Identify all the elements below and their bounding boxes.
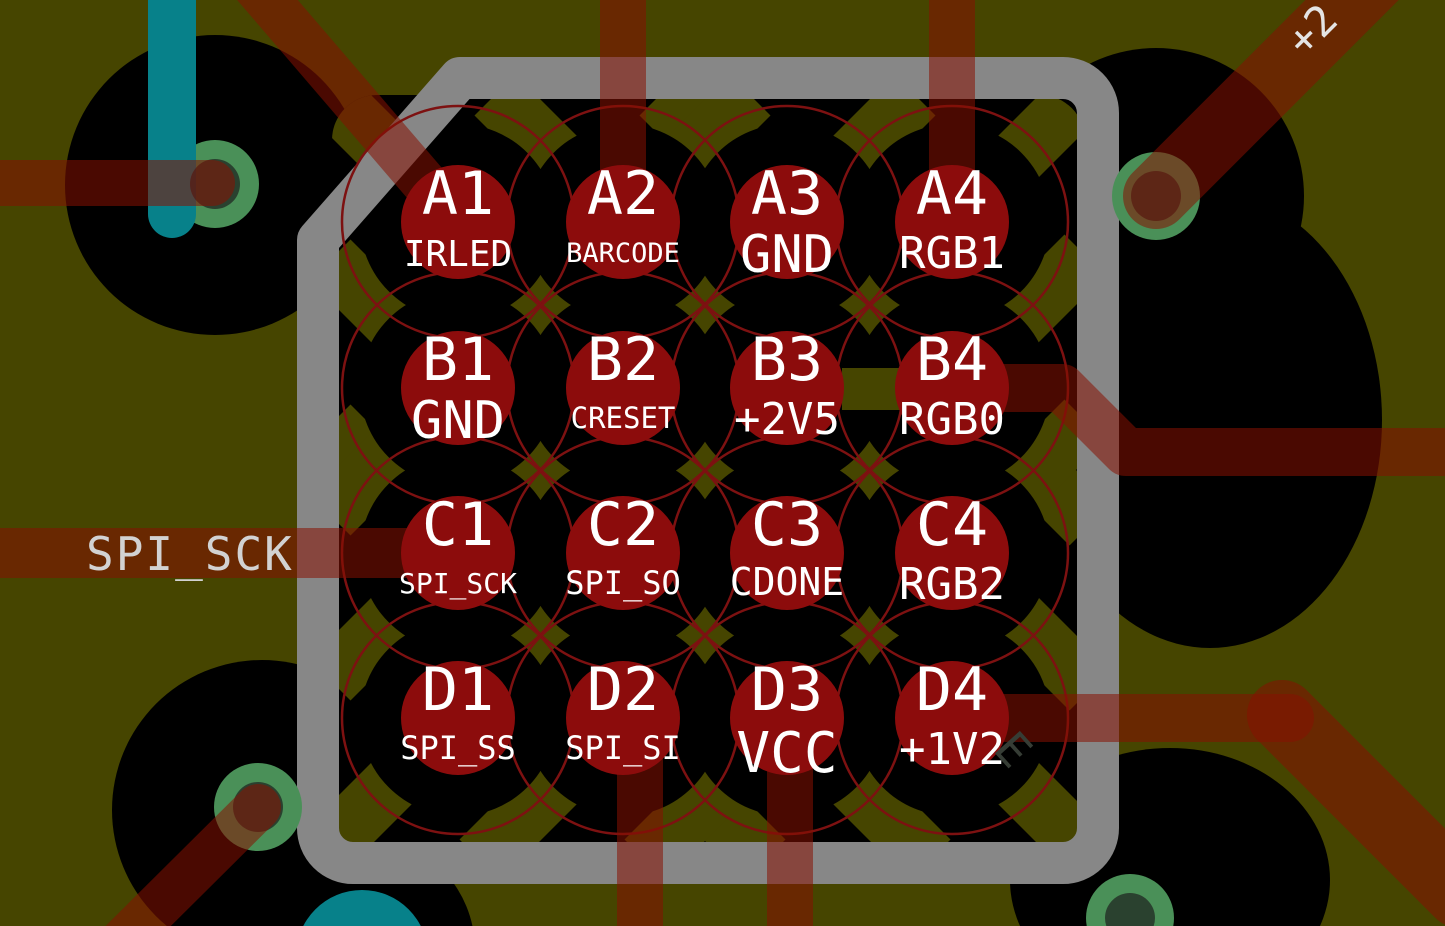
pad-designator: A4 (916, 159, 988, 229)
pad-d1[interactable]: D1 SPI_SS (400, 655, 516, 775)
pad-designator: D2 (587, 655, 659, 725)
pad-c1[interactable]: C1 SPI_SCK (399, 490, 517, 610)
pad-designator: A2 (587, 159, 659, 229)
pad-designator: A1 (422, 159, 494, 229)
pad-designator: A3 (751, 159, 823, 229)
trace-bottom-left-diagonal[interactable] (105, 784, 281, 926)
pad-b2[interactable]: B2 CRESET (566, 325, 680, 445)
pad-designator: D1 (422, 655, 494, 725)
pad-b1[interactable]: B1 GND (401, 325, 515, 451)
pad-net-label: RGB1 (899, 228, 1005, 279)
pad-d4[interactable]: D4 +1V2 (895, 655, 1009, 775)
pad-designator: B4 (916, 325, 988, 395)
pad-designator: B3 (751, 325, 823, 395)
pad-designator: C4 (916, 490, 988, 560)
pad-net-label: CRESET (571, 401, 676, 435)
pad-a2[interactable]: A2 BARCODE (566, 159, 680, 279)
pad-a1[interactable]: A1 IRLED (401, 159, 515, 279)
pad-net-label: GND (740, 225, 834, 285)
net-label-spi-sck: SPI_SCK (86, 527, 294, 581)
pad-net-label: SPI_SCK (399, 567, 517, 601)
pad-designator: D3 (751, 655, 823, 725)
pad-designator: C3 (751, 490, 823, 560)
pad-c3[interactable]: C3 CDONE (730, 490, 844, 610)
trace-bottom-right-diagonal[interactable] (1247, 680, 1445, 925)
pad-designator: B1 (422, 325, 494, 395)
pad-net-label: SPI_SO (565, 564, 681, 602)
pad-net-label: SPI_SS (400, 729, 516, 767)
pad-net-label: VCC (736, 721, 837, 786)
pad-net-label: IRLED (404, 234, 512, 275)
pad-b4[interactable]: B4 RGB0 (895, 325, 1009, 445)
pad-net-label: GND (411, 391, 505, 451)
pad-net-label: +1V2 (899, 724, 1005, 775)
pad-c2[interactable]: C2 SPI_SO (565, 490, 681, 610)
pad-net-label: SPI_SI (565, 729, 681, 767)
pad-b3[interactable]: B3 +2V5 (730, 325, 844, 445)
pad-d2[interactable]: D2 SPI_SI (565, 655, 681, 775)
pad-net-label: RGB0 (899, 394, 1005, 445)
pad-c4[interactable]: C4 RGB2 (895, 490, 1009, 610)
footprint-courtyard-outline (297, 57, 1119, 884)
pad-d3[interactable]: D3 VCC (730, 655, 844, 786)
pad-designator: C1 (422, 490, 494, 560)
pad-designator: B2 (587, 325, 659, 395)
teal-track-end[interactable] (296, 890, 428, 926)
pad-designator: D4 (916, 655, 988, 725)
zone-bridge-b3-b4 (842, 368, 904, 410)
pad-a3[interactable]: A3 GND (730, 159, 844, 285)
pad-net-label: RGB2 (899, 559, 1005, 610)
pad-net-label: CDONE (730, 560, 844, 604)
pad-a4[interactable]: A4 RGB1 (895, 159, 1009, 279)
pad-net-label: BARCODE (566, 238, 680, 269)
pad-designator: C2 (587, 490, 659, 560)
pad-net-label: +2V5 (734, 394, 840, 445)
trace-power-top-right[interactable] (1123, 0, 1399, 229)
